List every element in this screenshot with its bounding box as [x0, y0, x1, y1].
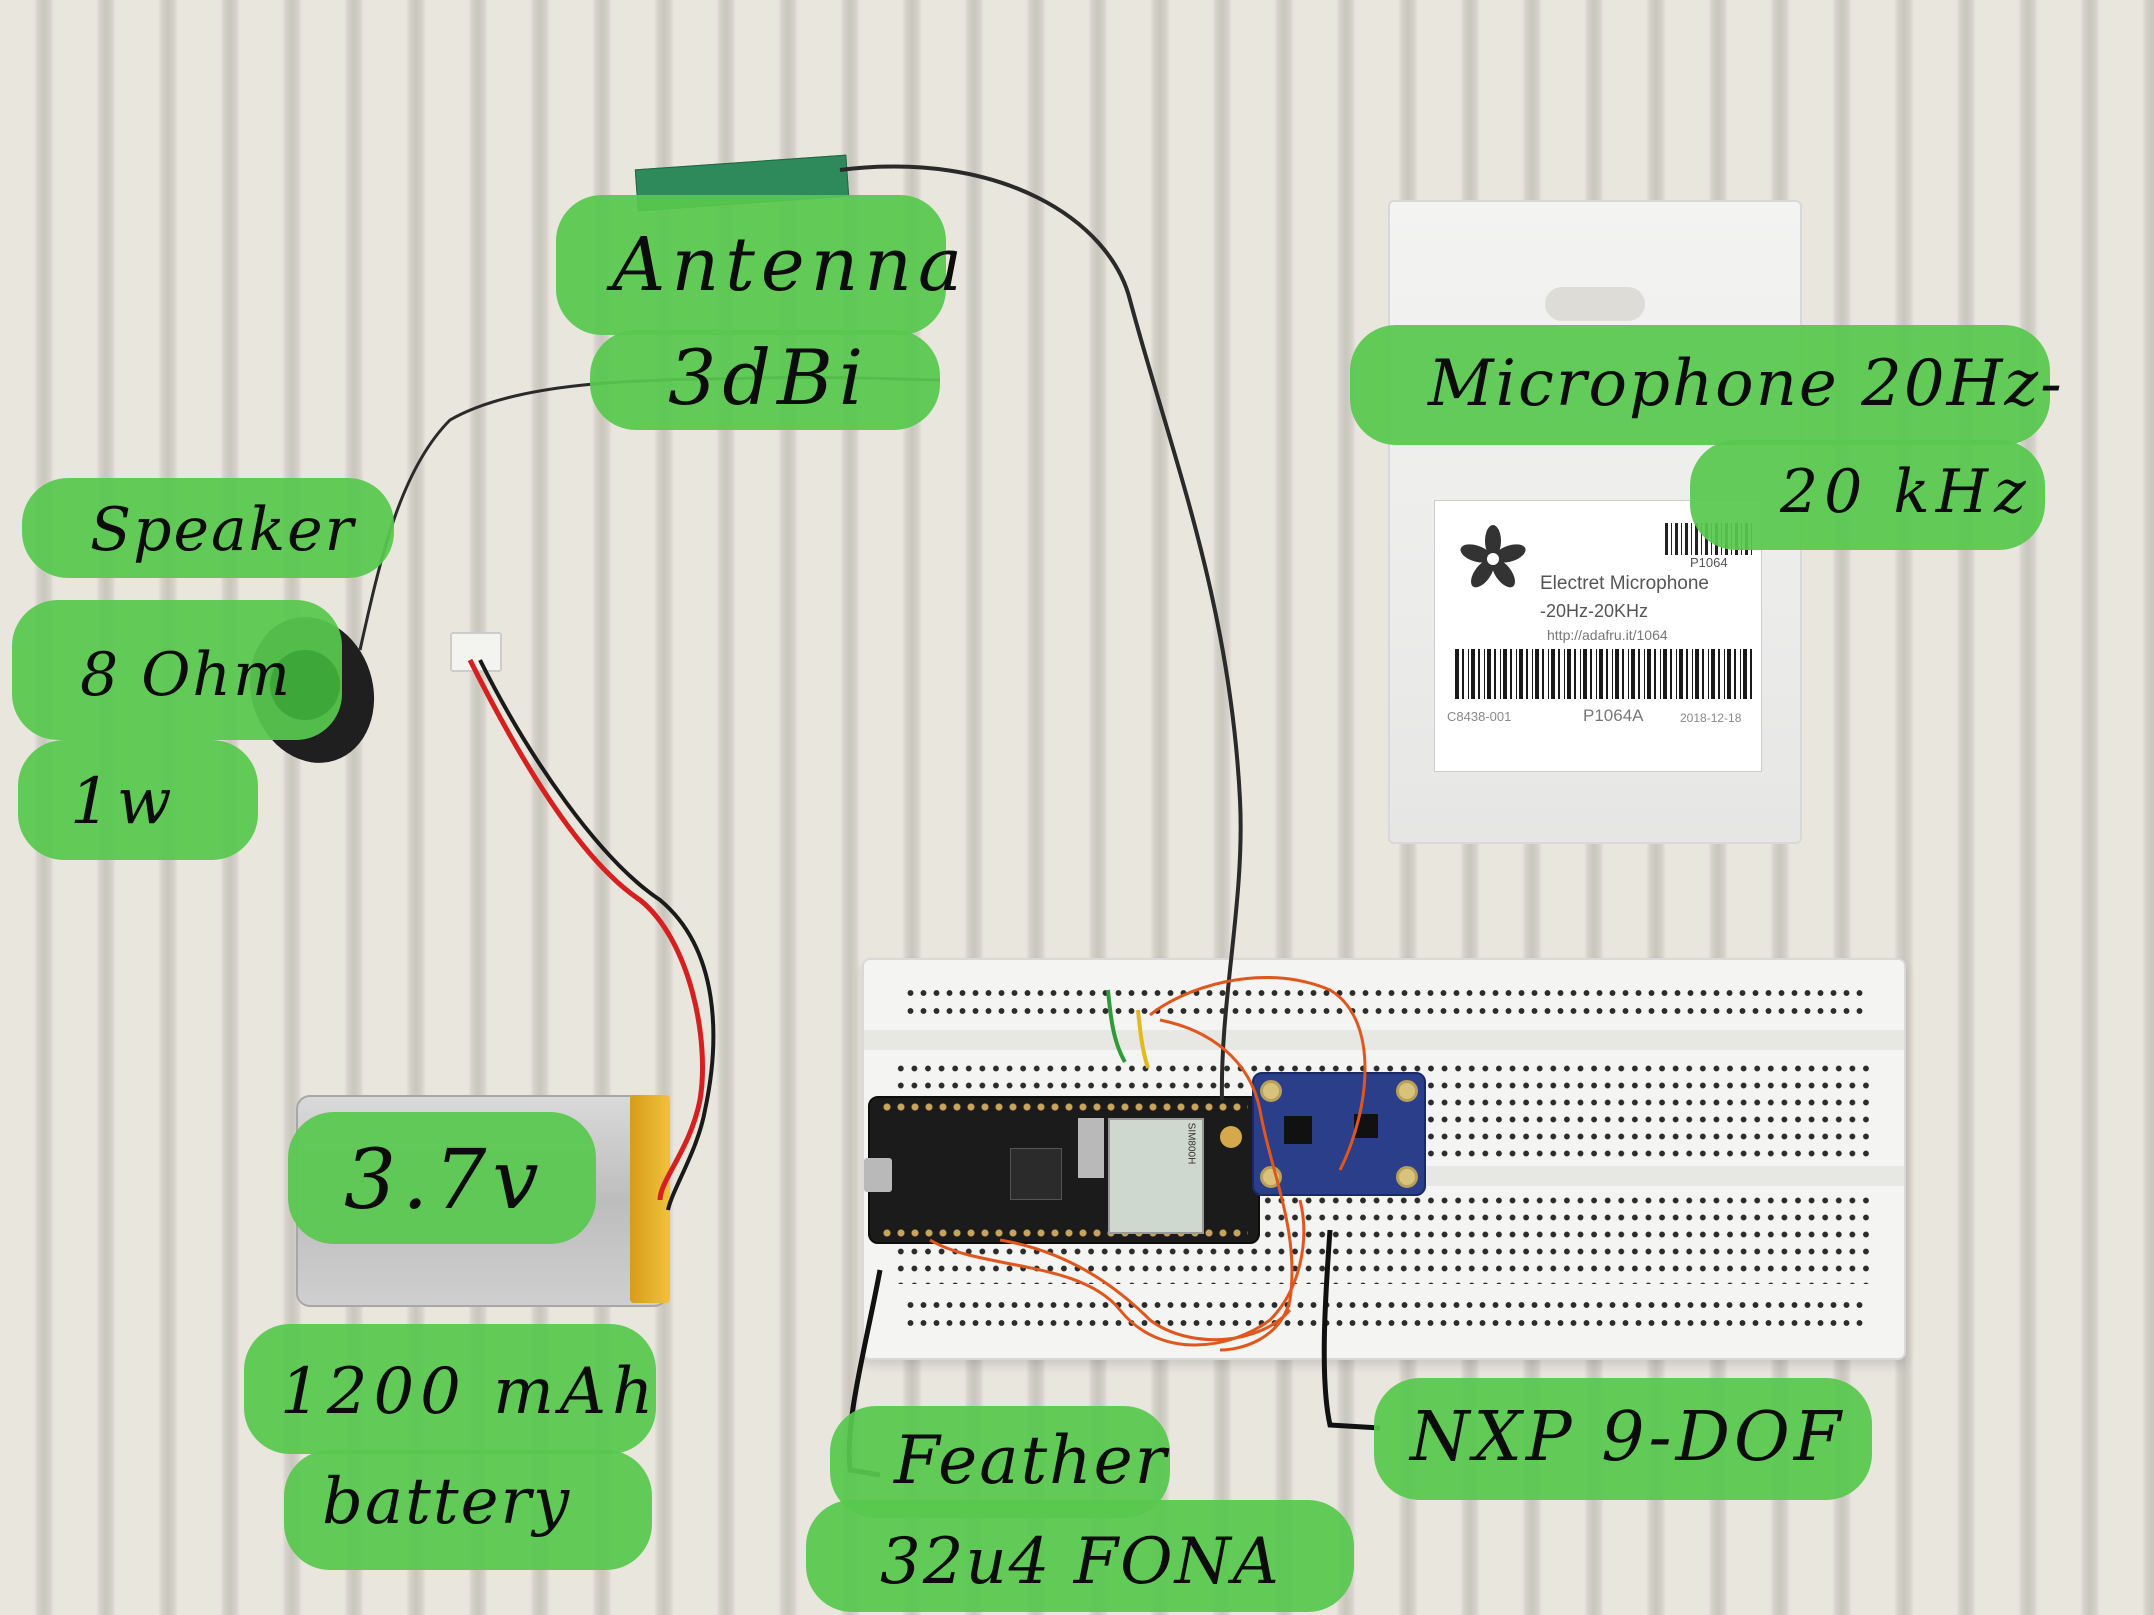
antenna-highlight-2 — [590, 330, 940, 430]
mount-hole — [1396, 1166, 1418, 1188]
nxp-highlight — [1374, 1378, 1872, 1500]
breadboard-top-rail — [904, 984, 1864, 1024]
green-wire — [1106, 989, 1127, 1064]
antenna-cable — [839, 164, 1243, 1101]
package-sku: C8438-001 — [1447, 709, 1512, 724]
speaker-highlight-3 — [18, 740, 258, 860]
mount-hole — [1260, 1080, 1282, 1102]
feather-bottom-pins — [880, 1228, 1248, 1238]
package-date: 2018-12-18 — [1680, 711, 1742, 725]
yellow-wire — [1136, 1009, 1150, 1069]
breadboard-channel — [864, 1030, 1904, 1050]
adafruit-flower-icon — [1460, 525, 1526, 588]
antenna-label-line2: 3dBi — [668, 333, 870, 422]
microphone-highlight — [1350, 325, 2050, 445]
usb-port — [864, 1158, 892, 1192]
battery-voltage-label: 3.7v — [344, 1133, 545, 1228]
orange-wire-4 — [999, 1238, 1292, 1342]
mcu-chip — [1010, 1148, 1062, 1200]
speaker-highlight-1 — [22, 478, 394, 578]
uart-header — [1078, 1118, 1104, 1178]
pointer-nxp — [1321, 1229, 1381, 1431]
orange-wire-3 — [929, 1199, 1306, 1347]
package-hang-hole — [1545, 287, 1645, 321]
feather-label-line2: 32u4 FONA — [880, 1525, 1281, 1599]
speaker-label-line1: Speaker — [90, 495, 356, 565]
jst-connector — [450, 632, 502, 672]
battery-capacity-highlight-1 — [244, 1324, 656, 1454]
antenna-connector — [1220, 1126, 1242, 1148]
nxp-label: NXP 9-DOF — [1410, 1398, 1845, 1477]
feather-board: SIM800H — [864, 1096, 1260, 1244]
orange-wire-2 — [1159, 1018, 1294, 1352]
speaker-cone — [270, 650, 340, 720]
orange-wire-1 — [1149, 976, 1367, 1171]
barcode-main — [1455, 649, 1755, 699]
microphone-label-line1: Microphone 20Hz- — [1428, 347, 2064, 421]
package-part-top: P1064 — [1690, 555, 1728, 570]
speaker-label-line2: 8 Ohm — [80, 640, 292, 710]
package-url: http://adafru.it/1064 — [1547, 627, 1668, 643]
antenna-label-line1: Antenna — [612, 222, 969, 308]
microphone-label-line2: 20 kHz — [1780, 457, 2032, 527]
microphone-highlight-2 — [1690, 440, 2045, 550]
breadboard-bottom-rail — [904, 1296, 1864, 1336]
feather-highlight-2 — [806, 1500, 1354, 1612]
sim-module: SIM800H — [1108, 1118, 1204, 1234]
battery-voltage-highlight — [288, 1112, 596, 1244]
battery-red-wire — [467, 658, 705, 1201]
accel-chip — [1284, 1116, 1312, 1144]
speaker-label-line3: 1w — [70, 765, 178, 839]
nxp-sensor-board — [1252, 1072, 1426, 1196]
battery-capacity-line1: 1200 mAh — [280, 1355, 660, 1429]
battery-capacity-line2: battery — [322, 1465, 572, 1539]
mount-hole — [1396, 1080, 1418, 1102]
package-part: P1064A — [1583, 706, 1644, 725]
feather-highlight-1 — [830, 1406, 1170, 1518]
battery-black-wire — [478, 659, 716, 1211]
feather-top-pins — [880, 1102, 1248, 1112]
battery-capacity-highlight-2 — [284, 1450, 652, 1570]
package-title: Electret Microphone — [1540, 573, 1709, 594]
feather-label-line1: Feather — [894, 1422, 1169, 1499]
antenna-highlight — [556, 195, 946, 335]
battery-tab — [630, 1095, 670, 1303]
package-range: -20Hz-20KHz — [1540, 601, 1649, 621]
